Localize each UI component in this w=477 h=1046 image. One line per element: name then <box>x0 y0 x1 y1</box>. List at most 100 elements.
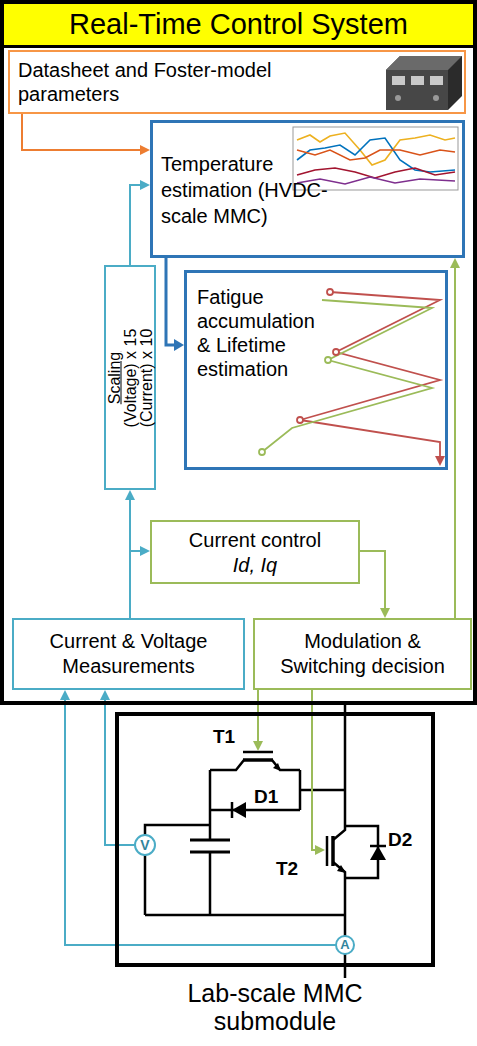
connector-arrow <box>130 180 150 265</box>
turning-point <box>297 417 303 423</box>
connector-arrow <box>166 258 184 351</box>
t1-collector-wire <box>210 760 244 770</box>
node-label: Temperature estimation (HVDC-scale MMC) <box>161 151 351 229</box>
wire <box>209 852 212 915</box>
connector-arrow <box>450 258 460 618</box>
connector-arrow <box>60 690 336 945</box>
half-bridge-circuit <box>145 705 386 978</box>
turning-point <box>325 357 331 363</box>
measurement-box: Current & Voltage Measurements <box>12 618 245 690</box>
t2-collector-wire <box>333 705 345 840</box>
stress-path <box>300 292 440 460</box>
ammeter-symbol <box>336 936 354 954</box>
arrowhead <box>380 608 390 618</box>
module-front <box>386 70 448 110</box>
wire <box>210 809 300 812</box>
component-label: T2 <box>276 859 298 879</box>
connector-line <box>130 551 142 618</box>
arrowhead <box>125 490 135 500</box>
node-label: Current control <box>158 527 352 553</box>
diode-symbol <box>370 846 386 860</box>
voltmeter-symbol <box>135 835 155 855</box>
connector-line <box>130 185 142 265</box>
connector-line <box>166 258 176 345</box>
t2-gate <box>326 836 329 866</box>
frame-heading: Real-Time Control System <box>4 4 473 48</box>
connector-line <box>105 698 135 845</box>
module-top <box>386 56 462 70</box>
wire <box>145 914 345 917</box>
plot-line <box>297 150 455 160</box>
emitter-arrow <box>273 763 281 771</box>
t1-channel <box>243 758 273 762</box>
meter-symbols <box>135 835 354 954</box>
arrowhead <box>253 741 263 751</box>
wire <box>145 825 210 835</box>
capacitor-plate <box>190 839 230 842</box>
process-box: Temperature estimation (HVDC-scale MMC) <box>150 120 465 258</box>
diode-bar <box>370 845 386 848</box>
plot-line <box>297 168 455 178</box>
node-label: Datasheet and Foster-model parameters <box>18 58 318 106</box>
rotated-text-holder: Scaling(Voltage) x 15(Current) x 10 <box>106 267 154 488</box>
connector-arrow <box>360 551 390 618</box>
submodule-box: Lab-scale MMC submodule <box>115 712 435 967</box>
control-box: Modulation & Switching decision <box>253 618 472 690</box>
node-label: Current & Voltage Measurements <box>22 629 235 679</box>
diode-bar <box>231 802 234 818</box>
connector-arrow <box>22 114 150 155</box>
scaling-box: Scaling(Voltage) x 15(Current) x 10 <box>104 265 156 490</box>
node-label: (Voltage) x 15 <box>122 328 138 427</box>
arrowhead <box>174 339 184 351</box>
connector-line <box>22 114 142 150</box>
node-label: Lab-scale MMC submodule <box>155 979 395 1035</box>
turning-point <box>259 449 265 455</box>
wire <box>345 826 378 878</box>
wire <box>144 855 147 915</box>
t2-emitter-wire <box>333 862 345 978</box>
path-arrowhead <box>435 456 445 466</box>
control-box: Current controlId, Iq <box>150 520 360 584</box>
module-bolt <box>395 95 401 101</box>
connector-line <box>360 551 385 610</box>
arrowhead <box>140 145 150 155</box>
meter-label: A <box>336 937 354 953</box>
arrowhead <box>60 690 70 700</box>
turning-point <box>333 349 339 355</box>
wire <box>209 770 212 840</box>
module-terminal <box>392 76 405 85</box>
t1-emitter-wire <box>272 760 300 770</box>
connector-line <box>454 266 456 618</box>
t2-channel <box>331 836 335 866</box>
process-box: Fatigue accumulation & Lifetime estimati… <box>184 270 448 470</box>
node-label: Scaling <box>106 351 122 403</box>
node-label: Modulation & Switching decision <box>263 629 462 679</box>
system-frame: Real-Time Control SystemDatasheet and Fo… <box>0 0 477 705</box>
connector-line <box>257 690 259 743</box>
emitter-arrow <box>337 865 346 873</box>
igbt-module-photo <box>386 56 462 110</box>
arrowhead <box>140 180 150 190</box>
t1-gate <box>243 751 273 754</box>
node-label: (Current) x 10 <box>138 328 154 427</box>
arrowhead <box>100 690 110 700</box>
connector-arrow <box>130 546 150 618</box>
connector-arrow <box>253 690 263 751</box>
arrowhead <box>140 546 150 556</box>
arrowhead <box>450 258 460 268</box>
connector-line <box>65 698 336 945</box>
component-label: T1 <box>213 727 235 747</box>
meter-label: V <box>135 837 155 853</box>
plot-line <box>297 138 455 172</box>
input-box: Datasheet and Foster-model parameters <box>8 50 466 114</box>
node-label: Fatigue accumulation & Lifetime estimati… <box>197 285 332 381</box>
component-label: D1 <box>254 787 278 807</box>
turning-point <box>327 289 333 295</box>
module-terminal <box>430 76 443 85</box>
module-terminal <box>411 76 424 85</box>
node-label: Id, Iq <box>158 553 352 577</box>
component-label: D2 <box>388 830 412 850</box>
wire <box>300 789 345 792</box>
module-bolt <box>433 95 439 101</box>
